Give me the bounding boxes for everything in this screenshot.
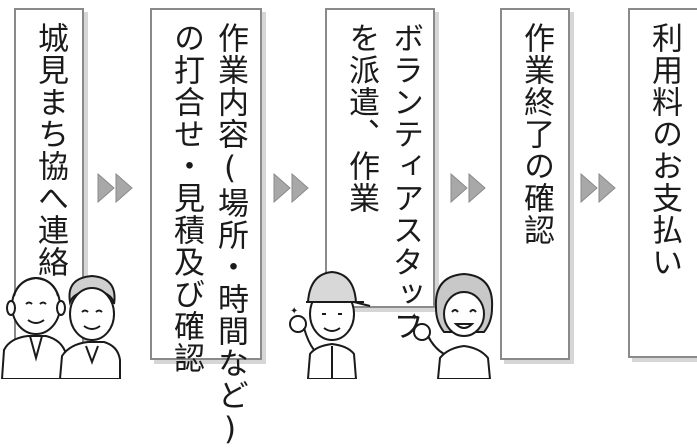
elderly-couple-illustration — [0, 274, 121, 379]
elderly-man-figure — [0, 276, 67, 379]
svg-text:✦: ✦ — [290, 306, 298, 317]
double-chevron-right-icon — [450, 172, 486, 204]
step-4-text: 作業終了の確認 — [518, 22, 554, 246]
step-1-text: 城見まち協へ連絡 — [32, 22, 68, 278]
double-chevron-right-icon — [273, 172, 309, 204]
step-3-text-col1: ボランティアスタッフ — [387, 22, 423, 342]
double-chevron-right-icon — [580, 172, 616, 204]
svg-text:✦: ✦ — [410, 312, 418, 323]
flow-diagram: 城見まち協へ連絡 作業内容(場所・時間など) の打合せ・見積及び確認 ボランティ… — [0, 8, 697, 448]
step-3-text-col2: を派遣、作業 — [343, 22, 379, 214]
step-3-box: ボランティアスタッフ を派遣、作業 — [325, 8, 435, 342]
step-4-box: 作業終了の確認 — [500, 8, 570, 360]
step-2-text-col1: 作業内容(場所・時間など) — [212, 22, 248, 448]
step-2-box: 作業内容(場所・時間など) の打合せ・見積及び確認 — [150, 8, 262, 448]
double-chevron-right-icon — [97, 172, 133, 204]
elderly-woman-figure — [58, 274, 121, 379]
worker-woman-illustration: ✦ — [410, 272, 494, 379]
step-2-text-col2: の打合せ・見積及び確認 — [168, 22, 204, 374]
step-5-box: 利用料のお支払い — [628, 8, 697, 358]
worker-man-illustration: ✦ — [289, 270, 371, 379]
step-5-text: 利用料のお支払い — [646, 22, 682, 278]
